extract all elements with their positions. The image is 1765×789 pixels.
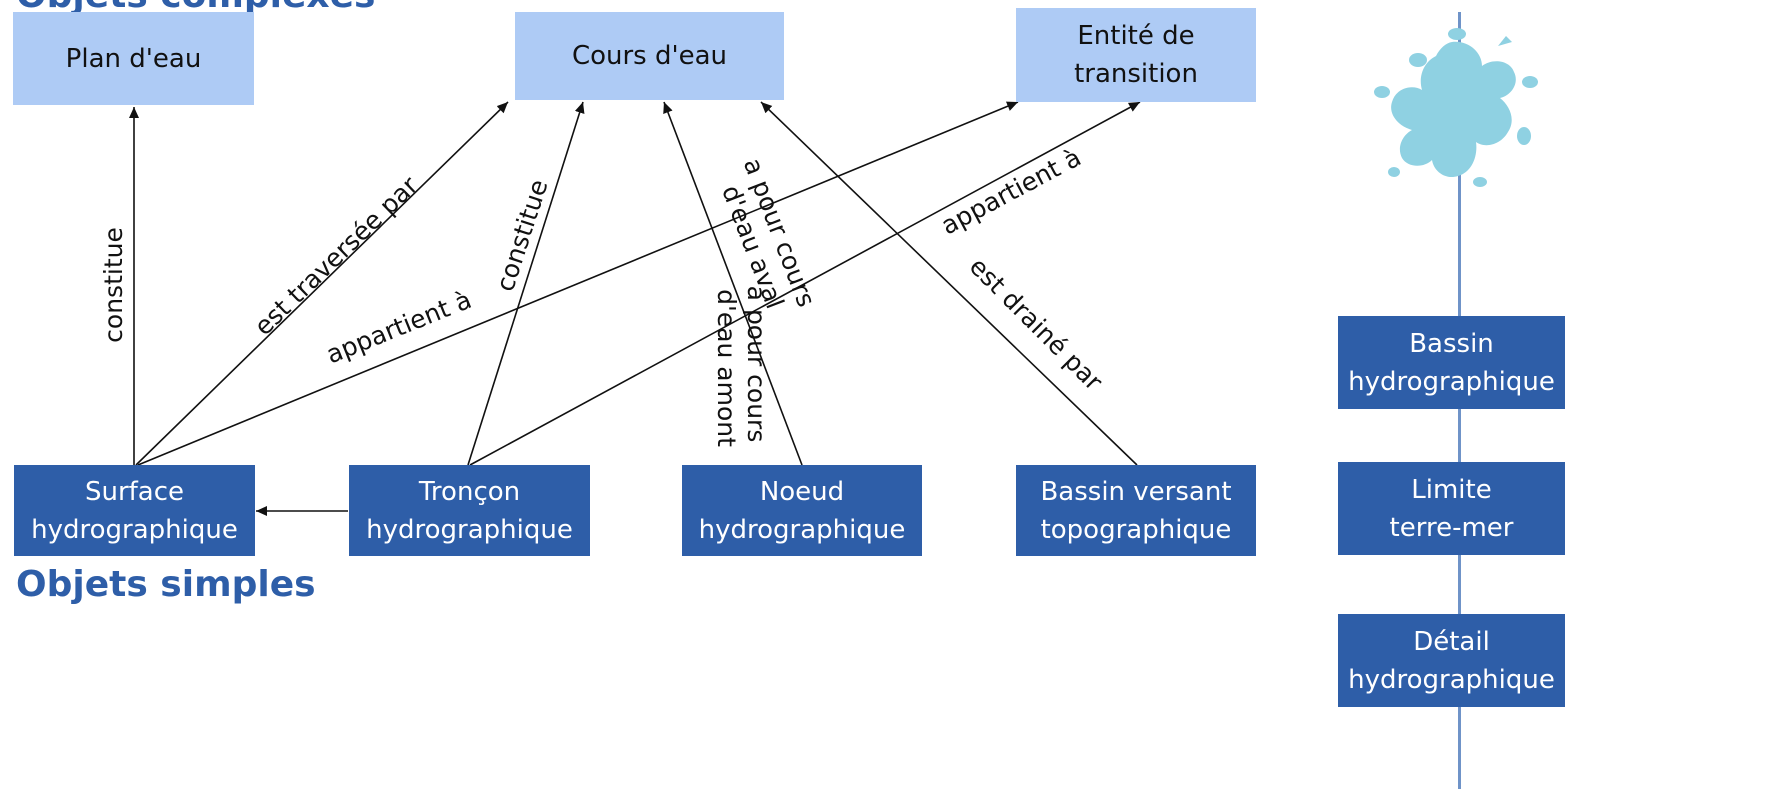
- node-bassin-hydro-line-2: hydrographique: [1348, 366, 1555, 397]
- simple-objects-title: Objets simples: [16, 564, 316, 605]
- node-surface-line-2: hydrographique: [31, 514, 238, 545]
- node-noeud-line-1: Noeud: [759, 476, 845, 507]
- node-surface-line-1: Surface: [84, 476, 185, 507]
- edge-bassin-cours-draine: [760, 101, 1138, 466]
- node-bassin-versant-line-1: Bassin versant: [1040, 476, 1232, 507]
- water-splash-icon: [1374, 28, 1538, 187]
- node-detail-hydrographique[interactable]: Détail hydrographique: [1338, 614, 1565, 707]
- node-limite-terre-mer[interactable]: Limite terre-mer: [1338, 462, 1565, 555]
- label-appartient-troncon: appartient à: [936, 143, 1085, 241]
- label-a-pour-cours-eau-amont: a pour cours d'eau amont: [712, 286, 771, 451]
- node-cours-eau-label: Cours d'eau: [571, 41, 728, 71]
- node-troncon-line-1: Tronçon: [418, 476, 521, 507]
- node-troncon-hydrographique[interactable]: Tronçon hydrographique: [349, 465, 590, 556]
- node-noeud-line-2: hydrographique: [698, 514, 906, 545]
- label-est-draine-par: est drainé par: [964, 252, 1109, 397]
- node-bassin-versant-topographique[interactable]: Bassin versant topographique: [1016, 465, 1256, 556]
- edge-noeud-cours-amont: [663, 101, 803, 466]
- node-bassin-versant-line-2: topographique: [1040, 514, 1232, 545]
- node-bassin-hydro-line-1: Bassin: [1409, 328, 1494, 359]
- edge-troncon-entite-appartient: [469, 101, 1141, 466]
- label-constitue-troncon: constitue: [490, 176, 553, 295]
- node-limite-line-1: Limite: [1411, 474, 1492, 505]
- node-bassin-hydrographique[interactable]: Bassin hydrographique: [1338, 316, 1565, 409]
- edge-surface-entite-appartient: [137, 101, 1019, 466]
- node-plan-eau[interactable]: Plan d'eau: [13, 12, 254, 105]
- node-plan-eau-label: Plan d'eau: [65, 43, 202, 74]
- node-noeud-hydrographique[interactable]: Noeud hydrographique: [682, 465, 922, 556]
- label-amont-line-2: d'eau amont: [712, 289, 741, 447]
- node-detail-line-1: Détail: [1413, 626, 1490, 657]
- node-cours-eau[interactable]: Cours d'eau: [515, 12, 784, 100]
- label-constitue-surface: constitue: [99, 227, 128, 343]
- node-limite-line-2: terre-mer: [1389, 512, 1514, 543]
- node-entite-transition[interactable]: Entité de transition: [1016, 8, 1256, 102]
- label-amont-line-1: a pour cours: [742, 286, 771, 443]
- edge-surface-cours-traversee: [135, 101, 509, 466]
- edge-troncon-cours-constitue: [467, 101, 585, 466]
- node-entite-line-2: transition: [1074, 59, 1198, 89]
- node-detail-line-2: hydrographique: [1348, 664, 1555, 695]
- node-troncon-line-2: hydrographique: [366, 514, 573, 545]
- node-entite-line-1: Entité de: [1077, 21, 1195, 51]
- node-surface-hydrographique[interactable]: Surface hydrographique: [14, 465, 255, 556]
